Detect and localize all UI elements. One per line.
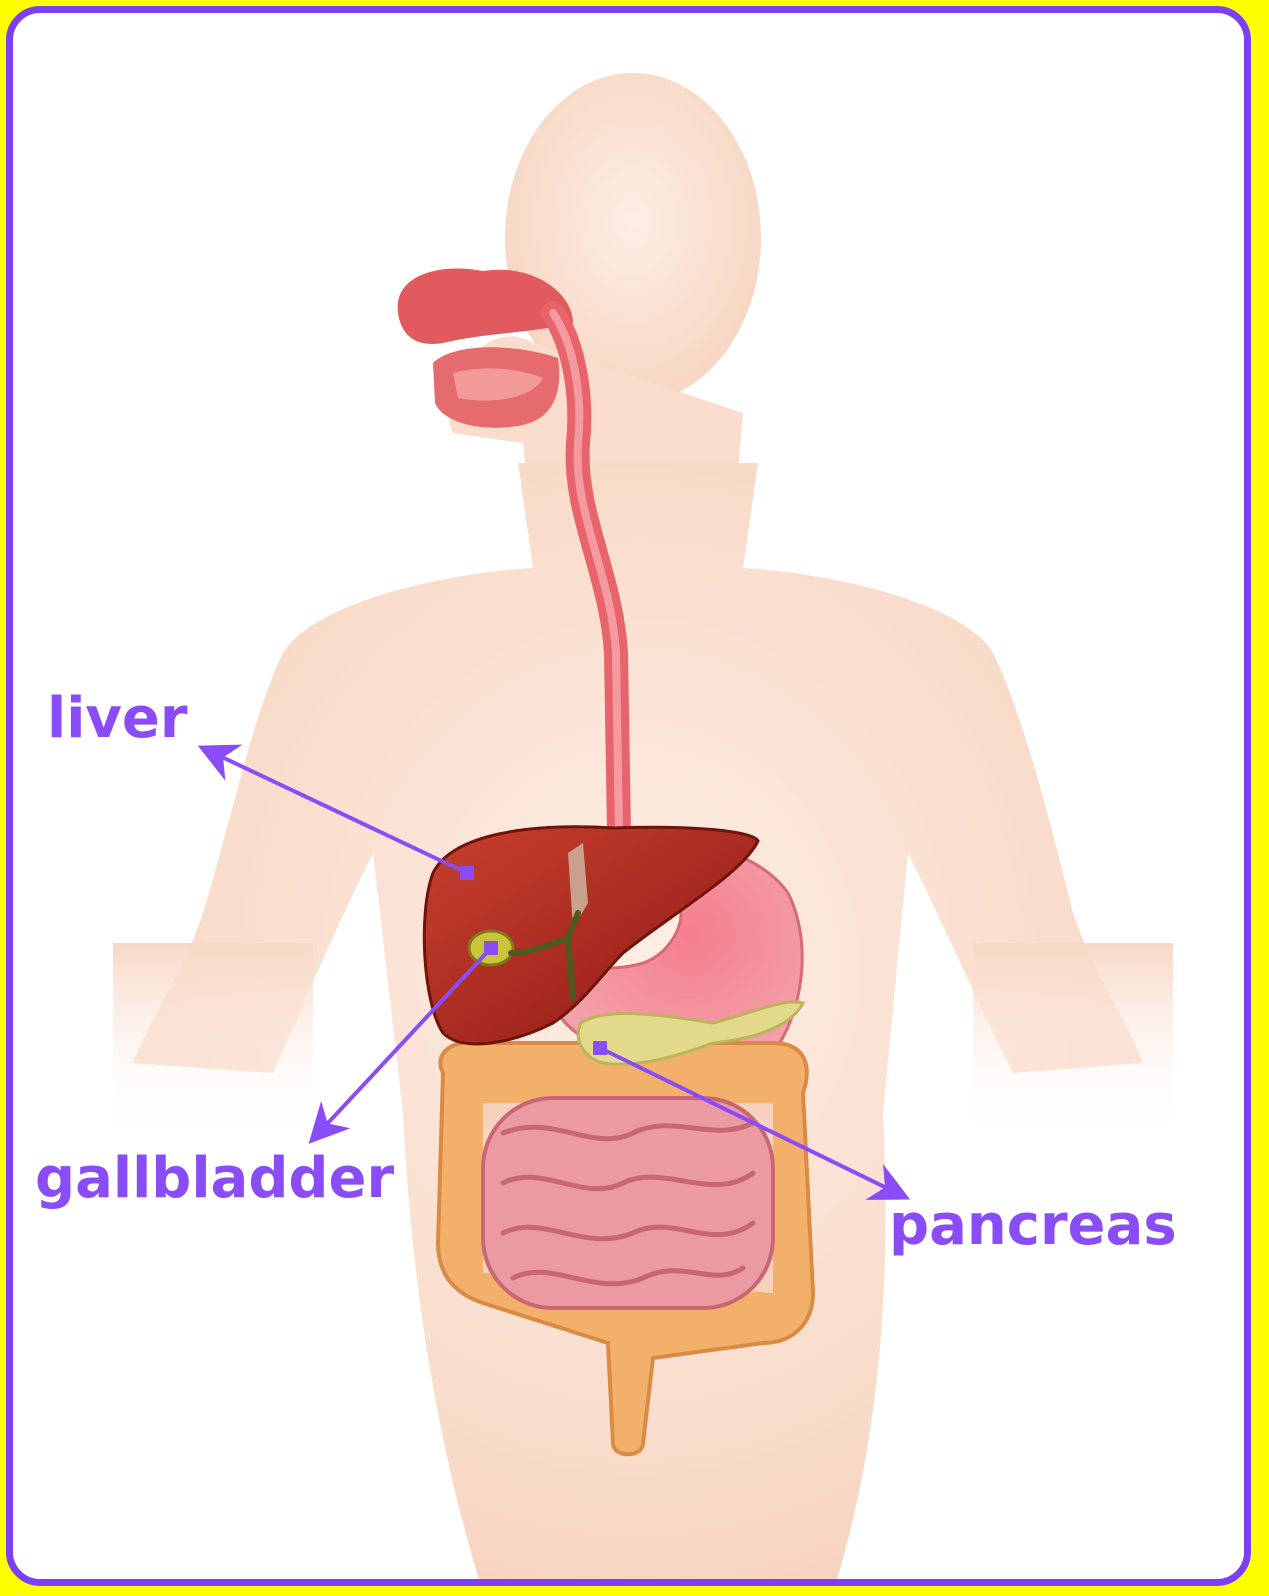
small-intestine — [483, 1098, 773, 1308]
liver-label: liver — [47, 691, 188, 747]
digestive-system-illustration — [13, 13, 1251, 1586]
diagram-frame: liver gallbladder pancreas — [6, 6, 1251, 1586]
gallbladder-label: gallbladder — [35, 1151, 394, 1207]
pancreas-label: pancreas — [889, 1198, 1177, 1254]
